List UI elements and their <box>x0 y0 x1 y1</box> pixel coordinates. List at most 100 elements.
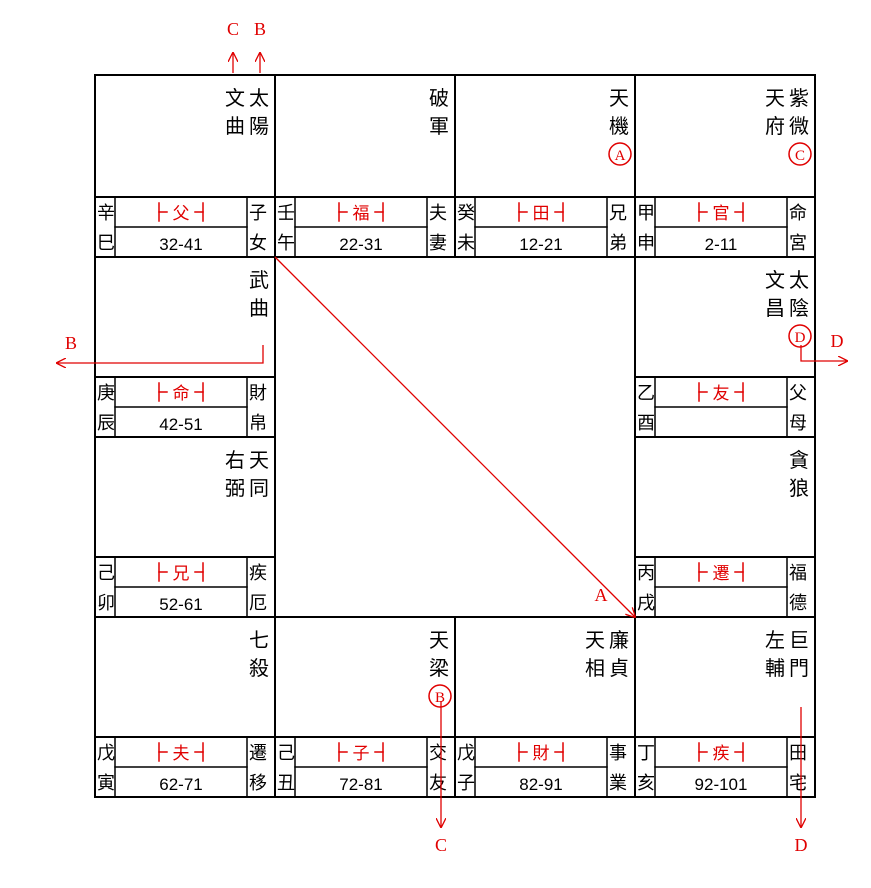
palace-name-char: 兄 <box>609 203 627 224</box>
palace-name-char: 妻 <box>429 233 447 254</box>
star-char: 曲 <box>249 296 269 320</box>
palace-name-char: 帛 <box>249 413 267 434</box>
palace-name-char: 事 <box>609 743 627 764</box>
palace-tag-label: 疾 <box>713 744 730 764</box>
age-range: 32-41 <box>159 235 202 254</box>
star-char: 巨 <box>789 628 809 652</box>
palace-name-char: 田 <box>789 743 807 764</box>
palace-tag-chou: 子 <box>338 742 384 764</box>
stem-char: 丁 <box>637 743 655 764</box>
palace-name-char: 母 <box>789 413 807 434</box>
stem-char: 戊 <box>457 743 475 764</box>
mark-label: A <box>615 148 626 164</box>
star-char: 微 <box>789 114 809 138</box>
star-char: 弼 <box>225 476 245 500</box>
palace-tag-label: 田 <box>533 204 550 224</box>
palace-tag-wu: 福 <box>338 202 384 224</box>
palace-tag-wei: 田 <box>518 202 564 224</box>
star-char: 貪 <box>789 448 809 472</box>
palace-name-char: 德 <box>789 593 807 614</box>
palace-tag-si: 父 <box>158 202 204 224</box>
arrow-d-right-label: D <box>831 331 844 351</box>
branch-char: 戌 <box>637 593 655 614</box>
star-char: 陰 <box>789 296 809 320</box>
star-char: 太 <box>249 86 269 110</box>
star-char: 機 <box>609 114 629 138</box>
palace-tag-label: 夫 <box>173 744 190 764</box>
palace-name-char: 子 <box>249 203 267 224</box>
age-range: 72-81 <box>339 775 382 794</box>
arrow-b-top-label: B <box>254 19 266 39</box>
palace-name-char: 業 <box>609 773 627 794</box>
star-char: 太 <box>789 268 809 292</box>
star-char: 同 <box>249 476 269 500</box>
star-char: 軍 <box>429 114 449 138</box>
palace-tag-label: 官 <box>713 204 730 224</box>
star-char: 文 <box>765 268 785 292</box>
branch-char: 寅 <box>97 773 115 794</box>
mark-label: D <box>795 330 806 346</box>
age-range: 52-61 <box>159 595 202 614</box>
palace-tag-label: 兄 <box>173 564 190 584</box>
palace-tag-xu: 遷 <box>698 562 744 584</box>
star-char: 文 <box>225 86 245 110</box>
mark-circle <box>608 142 632 166</box>
branch-char: 辰 <box>97 413 115 434</box>
stem-char: 甲 <box>637 203 655 224</box>
mark-label: C <box>795 148 805 164</box>
palace-name-char: 女 <box>249 233 267 254</box>
branch-char: 巳 <box>97 233 115 254</box>
star-char: 相 <box>585 656 605 680</box>
palace-name-char: 弟 <box>609 233 627 254</box>
star-char: 天 <box>765 86 785 110</box>
branch-char: 未 <box>457 233 475 254</box>
mark-circle <box>428 684 452 708</box>
star-char: 輔 <box>765 656 785 680</box>
mark-label: B <box>435 690 445 706</box>
palace-tag-label: 命 <box>173 384 190 404</box>
star-char: 梁 <box>429 656 449 680</box>
star-char: 天 <box>585 628 605 652</box>
age-range: 12-21 <box>519 235 562 254</box>
star-char: 陽 <box>249 114 269 138</box>
star-char: 廉 <box>609 628 629 652</box>
palace-tag-shen: 官 <box>698 202 744 224</box>
palace-name-char: 移 <box>249 773 267 794</box>
branch-char: 丑 <box>277 773 295 794</box>
branch-char: 亥 <box>637 773 655 794</box>
branch-char: 酉 <box>637 413 655 434</box>
palace-name-char: 厄 <box>249 593 267 614</box>
star-char: 曲 <box>225 114 245 138</box>
arrow-d-bottom-label: D <box>795 835 808 855</box>
arrow-b-left-label: B <box>65 333 77 353</box>
star-char: 左 <box>765 628 785 652</box>
palace-name-char: 財 <box>249 383 267 404</box>
arrow-a <box>274 256 635 617</box>
palace-tag-label: 友 <box>713 384 730 404</box>
star-char: 殺 <box>249 656 269 680</box>
palace-name-char: 友 <box>429 773 447 794</box>
palace-tag-label: 子 <box>353 744 370 764</box>
arrow-b-left <box>57 345 264 363</box>
star-char: 貞 <box>609 656 629 680</box>
palace-tag-mao: 兄 <box>158 562 204 584</box>
star-char: 紫 <box>789 86 809 110</box>
palace-tag-label: 財 <box>533 744 550 764</box>
age-range: 62-71 <box>159 775 202 794</box>
palace-tag-label: 遷 <box>713 564 730 584</box>
stem-char: 壬 <box>277 203 295 224</box>
stem-char: 庚 <box>97 383 115 404</box>
arrow-d-right <box>800 345 847 361</box>
palace-name-char: 父 <box>789 383 807 404</box>
